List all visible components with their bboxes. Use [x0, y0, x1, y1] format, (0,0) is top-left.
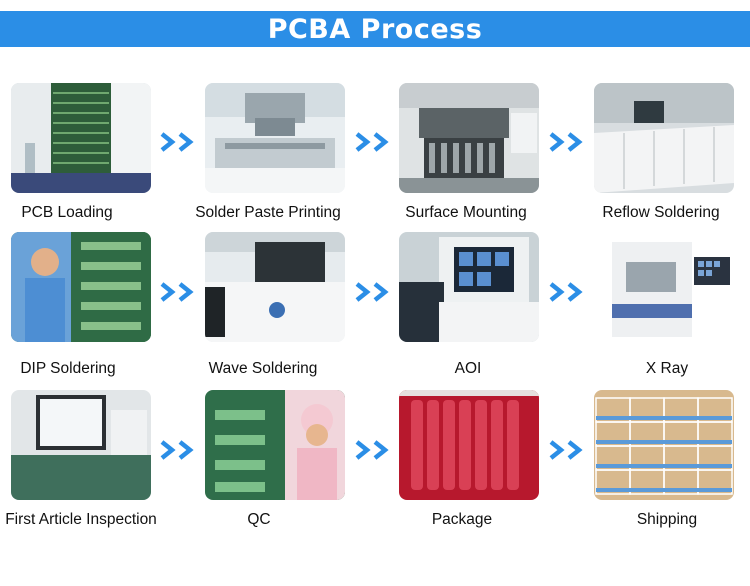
step-label-reflow-soldering: Reflow Soldering	[602, 204, 720, 221]
wave-soldering-photo	[205, 232, 345, 342]
double-chevron-right-icon	[547, 439, 587, 461]
step-label-wave-soldering: Wave Soldering	[208, 360, 318, 377]
reflow-soldering-photo	[594, 83, 734, 193]
double-chevron-right-icon	[547, 131, 587, 153]
double-chevron-right-icon	[158, 131, 198, 153]
step-label-x-ray: X Ray	[645, 360, 689, 377]
solder-paste-printing-photo	[205, 83, 345, 193]
first-article-inspection-photo	[11, 390, 151, 500]
step-label-surface-mounting: Surface Mounting	[405, 204, 527, 221]
qc-photo	[205, 390, 345, 500]
step-label-qc: QC	[247, 511, 271, 528]
double-chevron-right-icon	[353, 439, 393, 461]
double-chevron-right-icon	[353, 281, 393, 303]
double-chevron-right-icon	[547, 281, 587, 303]
step-label-aoi: AOI	[454, 360, 482, 377]
surface-mounting-photo	[399, 83, 539, 193]
step-label-package: Package	[431, 511, 493, 528]
shipping-photo	[594, 390, 734, 500]
step-label-shipping: Shipping	[636, 511, 698, 528]
step-label-dip-soldering: DIP Soldering	[20, 360, 116, 377]
pcb-loading-photo	[11, 83, 151, 193]
aoi-photo	[399, 232, 539, 342]
package-photo	[399, 390, 539, 500]
double-chevron-right-icon	[353, 131, 393, 153]
step-label-solder-paste-printing: Solder Paste Printing	[195, 204, 341, 221]
step-label-pcb-loading: PCB Loading	[21, 204, 113, 221]
step-label-first-article-inspection: First Article Inspection	[5, 511, 157, 528]
dip-soldering-photo	[11, 232, 151, 342]
double-chevron-right-icon	[158, 439, 198, 461]
double-chevron-right-icon	[158, 281, 198, 303]
page-title: PCBA Process	[267, 13, 483, 45]
x-ray-photo	[594, 232, 734, 342]
title-banner: PCBA Process	[0, 11, 750, 47]
